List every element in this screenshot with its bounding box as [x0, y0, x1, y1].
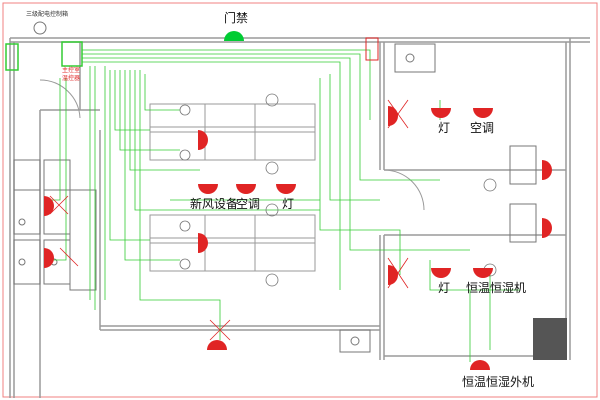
label-lamp-main: 灯 — [282, 197, 295, 211]
label-const-temp-outdoor: 恒温恒湿外机 — [462, 375, 535, 389]
label-lamp-upper: 灯 — [438, 121, 451, 135]
top-left-sensor — [33, 21, 47, 35]
label-door-access: 门禁 — [224, 11, 249, 25]
lab-benches — [149, 103, 316, 272]
note-controller-2: 温控器 — [62, 75, 81, 82]
device-crosses — [49, 99, 409, 341]
panel-main — [61, 41, 83, 67]
outdoor-unit-block — [533, 318, 567, 360]
note-controller-1: 主控室 — [62, 67, 81, 74]
wiring — [48, 49, 520, 362]
restroom-fixtures — [13, 159, 97, 291]
red-devices — [44, 106, 552, 370]
label-const-temp-indoor: 恒温恒湿机 — [466, 281, 527, 295]
label-ac-main: 空调 — [236, 197, 261, 211]
door-access-device — [224, 31, 244, 41]
red-junction-box — [365, 37, 379, 61]
label-fresh-air: 新风设备 — [190, 197, 239, 211]
light-fittings — [179, 93, 497, 287]
label-ac-upper: 空调 — [470, 121, 495, 135]
walls — [9, 37, 590, 398]
note-panel: 三级配电控制箱 — [26, 11, 69, 18]
label-lamp-lower: 灯 — [438, 281, 451, 295]
door-swings — [39, 79, 425, 211]
right-room-equipment — [339, 43, 537, 353]
panel-left — [5, 43, 19, 71]
